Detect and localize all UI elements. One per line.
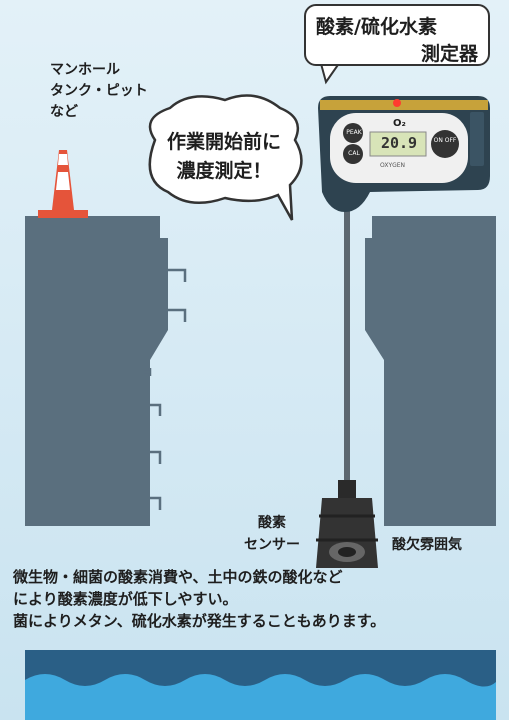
ladder-rungs (144, 268, 187, 510)
oxygen-sensor-icon (316, 480, 378, 568)
note-line2: により酸素濃度が低下しやすい。 (13, 590, 238, 608)
device-name-callout: 酸素/硫化水素 測定器 (304, 4, 490, 66)
display-reading: 20.9 (380, 134, 418, 152)
location-line2: タンク・ピット (50, 83, 148, 99)
explanation-notes: 微生物・細菌の酸素消費や、土中の鉄の酸化など により酸素濃度が低下しやすい。 菌… (13, 566, 509, 632)
bubble-line1: 作業開始前に (166, 131, 281, 153)
device-name-line2: 測定器 (420, 43, 478, 65)
gas-detector-device (318, 96, 490, 212)
location-line3: など (50, 104, 78, 120)
bubble-line2: 濃度測定！ (176, 160, 272, 182)
power-button[interactable]: ON OFF (433, 137, 457, 144)
note-line3: 菌によりメタン、硫化水素が発生することもあります。 (13, 612, 386, 630)
traffic-cone-icon (38, 150, 88, 218)
gas-symbol: O₂ (393, 118, 406, 129)
sensor-label-line2: センサー (244, 537, 300, 553)
device-name-line1: 酸素/硫化水素 (316, 16, 437, 38)
atmosphere-label: 酸欠雰囲気 (392, 537, 462, 553)
water-wave (25, 674, 496, 720)
device-panel-text: OXYGEN (380, 162, 406, 169)
left-wall (25, 216, 168, 526)
location-label: マンホール タンク・ピット など (50, 60, 148, 123)
right-wall (365, 216, 496, 526)
speech-bubble (148, 94, 303, 221)
sensor-cable (344, 195, 350, 480)
sensor-label: 酸素 センサー (232, 512, 312, 556)
bubble-text: 作業開始前に 濃度測定！ (158, 128, 290, 186)
location-line1: マンホール (50, 62, 120, 78)
note-line1: 微生物・細菌の酸素消費や、土中の鉄の酸化など (13, 568, 343, 586)
sensor-label-line1: 酸素 (258, 515, 286, 531)
cal-button[interactable]: CAL (348, 150, 360, 157)
peak-button[interactable]: PEAK (346, 129, 362, 136)
